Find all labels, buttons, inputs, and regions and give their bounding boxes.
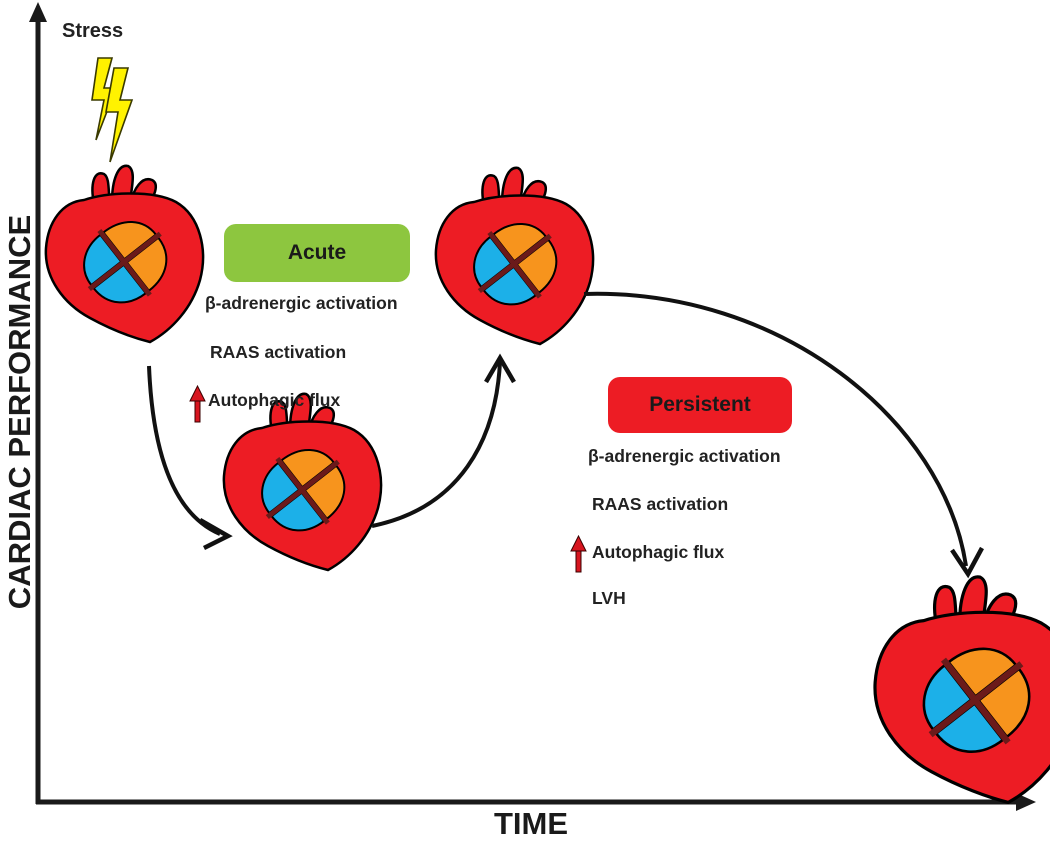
persistent-factor-raas: RAAS activation	[592, 494, 729, 514]
y-axis	[29, 2, 47, 804]
up-arrow-icon-acute	[189, 384, 206, 423]
x-axis-label: TIME	[494, 806, 569, 841]
heart-icon-recovered	[436, 168, 593, 344]
persistent-factor-beta: β-adrenergic activation	[588, 446, 781, 466]
up-arrow-icon-persistent	[570, 534, 587, 573]
lightning-bolt-icon	[91, 57, 134, 163]
arrow-to-acute	[147, 365, 233, 551]
heart-icon-acute	[224, 394, 381, 570]
acute-factor-beta: β-adrenergic activation	[205, 293, 398, 313]
y-axis-label: CARDIAC PERFORMANCE	[2, 214, 37, 610]
acute-factor-raas: RAAS activation	[210, 342, 347, 362]
persistent-badge: Persistent	[608, 377, 792, 433]
heart-icon-initial	[46, 166, 203, 342]
persistent-factor-lvh: LVH	[592, 588, 626, 608]
acute-factor-autophagic: Autophagic flux	[208, 390, 341, 410]
persistent-factor-autophagic: Autophagic flux	[592, 542, 725, 562]
arrow-to-recovery	[371, 353, 516, 528]
stress-label: Stress	[62, 20, 124, 42]
acute-badge: Acute	[224, 224, 410, 282]
heart-icon-persistent	[875, 577, 1050, 802]
arrow-to-persistent	[583, 291, 984, 579]
x-axis	[36, 793, 1036, 811]
